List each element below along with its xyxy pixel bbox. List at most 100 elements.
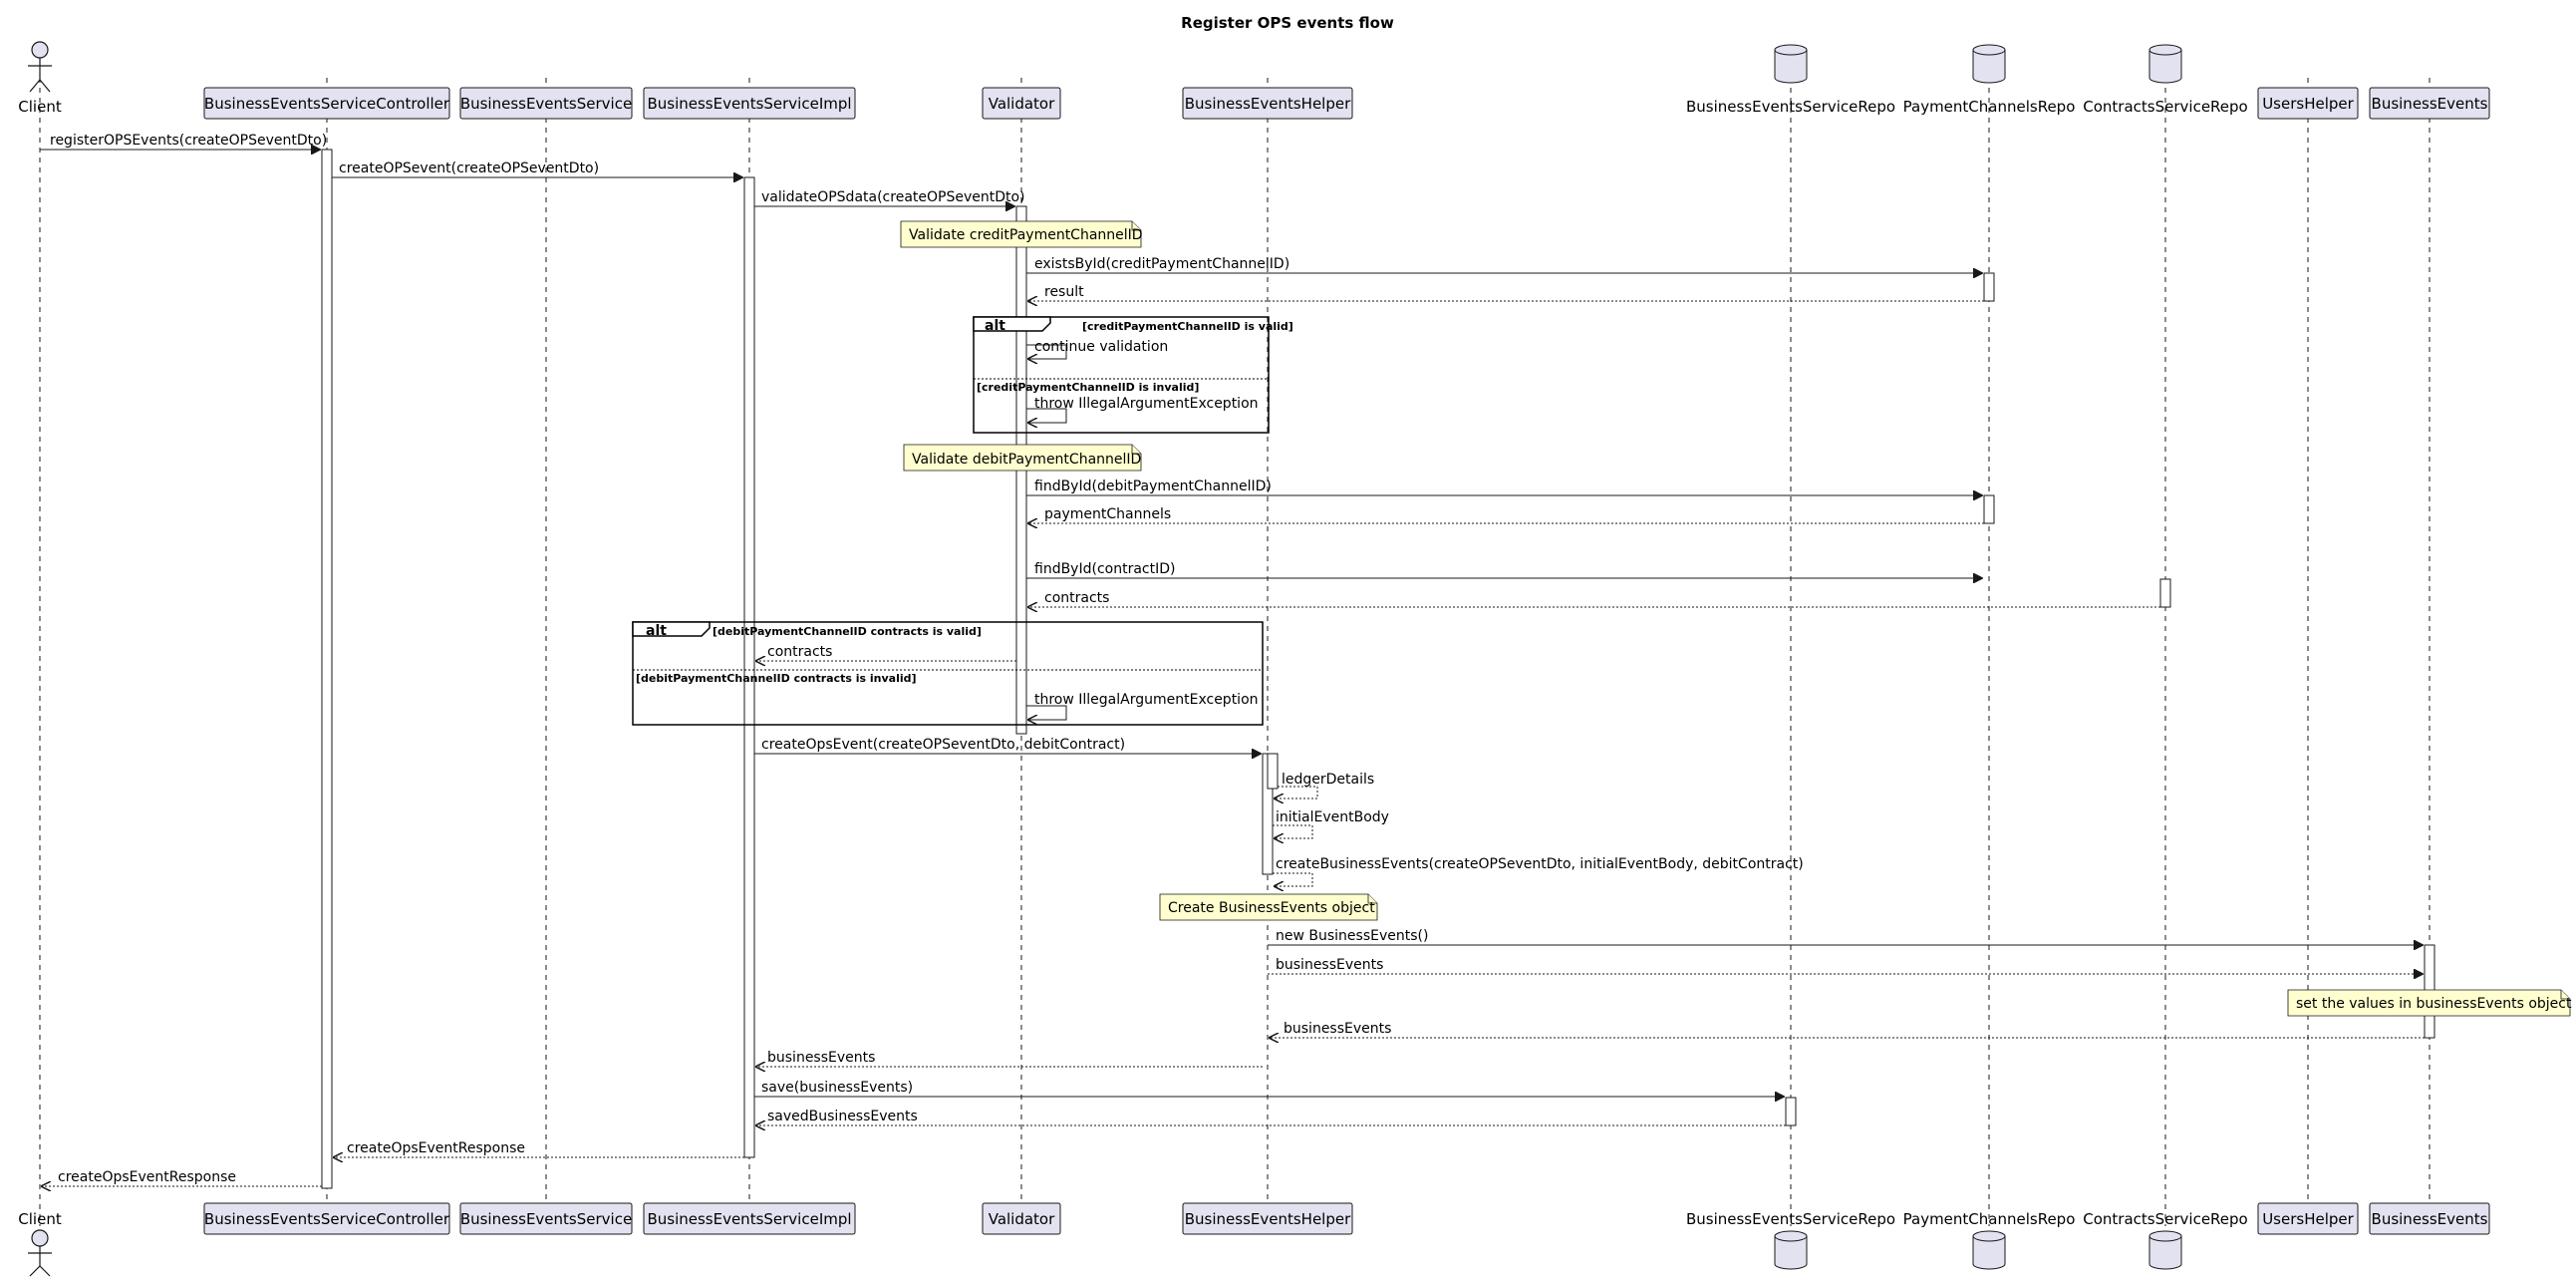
message: contracts	[755, 644, 1016, 661]
participant-label: Client	[18, 98, 62, 116]
message-label: createOpsEventResponse	[347, 1140, 525, 1156]
message: createOPSevent(createOPSeventDto)	[332, 160, 743, 177]
note-validate-debit: Validate debitPaymentChannelID	[903, 444, 1142, 472]
participant-label: BusinessEventsServiceImpl	[647, 95, 851, 113]
message-label: findById(debitPaymentChannelID)	[1034, 479, 1272, 494]
message-label: continue validation	[1034, 339, 1168, 355]
message-label: businessEvents	[1276, 957, 1383, 973]
participant-val-bottom: Validator	[982, 1202, 1061, 1235]
message-label: save(businessEvents)	[761, 1080, 913, 1096]
participants-top: Client BusinessEventsServiceController B…	[18, 41, 2490, 120]
diagram-title: Register OPS events flow	[1181, 14, 1394, 32]
participants-bottom: Client BusinessEventsServiceController B…	[18, 1202, 2490, 1277]
participant-label: BusinessEventsHelper	[1185, 1210, 1351, 1228]
participant-helper-bottom: BusinessEventsHelper	[1182, 1202, 1353, 1235]
database-csrepo-bottom: ContractsServiceRepo	[2083, 1210, 2248, 1270]
message: save(businessEvents)	[754, 1080, 1785, 1097]
activation-helper-nested	[1267, 753, 1279, 790]
participant-label: BusinessEventsServiceController	[204, 1210, 450, 1228]
participant-label: Client	[18, 1210, 62, 1228]
message-label: contracts	[767, 644, 832, 660]
note-text: Validate debitPaymentChannelID	[912, 452, 1141, 468]
message-label: createOpsEvent(createOPSeventDto, debitC…	[761, 737, 1125, 753]
participant-val: Validator	[982, 87, 1061, 120]
message-label: validateOPSdata(createOPSeventDto)	[761, 189, 1025, 205]
participant-label: BusinessEventsServiceRepo	[1686, 98, 1895, 116]
message: contracts	[1027, 590, 2160, 607]
participant-label: PaymentChannelsRepo	[1903, 98, 2076, 116]
database-berepo: BusinessEventsServiceRepo	[1686, 44, 1895, 116]
participant-label: BusinessEventsService	[460, 95, 632, 113]
activation-ctrl	[321, 149, 333, 1189]
database-pcrepo-bottom: PaymentChannelsRepo	[1903, 1210, 2076, 1270]
alt-frame-debit: alt [debitPaymentChannelID contracts is …	[632, 621, 1264, 726]
note-text: set the values in businessEvents object	[2296, 996, 2572, 1012]
participant-label: BusinessEvents	[2372, 95, 2488, 113]
participant-svc-bottom: BusinessEventsService	[459, 1202, 633, 1235]
message-label: paymentChannels	[1044, 506, 1171, 522]
note-text: Validate creditPaymentChannelID	[909, 227, 1143, 243]
message-label: createBusinessEvents(createOPSeventDto, …	[1276, 856, 1804, 872]
participant-label: Validator	[989, 1210, 1055, 1228]
message: savedBusinessEvents	[755, 1109, 1786, 1125]
message-label: initialEventBody	[1276, 809, 1389, 825]
message-label: savedBusinessEvents	[767, 1109, 918, 1124]
activation-pcrepo-1	[1983, 272, 1995, 302]
messages: registerOPSEvents(createOPSeventDto) cre…	[40, 133, 2425, 1186]
message: createOpsEvent(createOPSeventDto, debitC…	[754, 737, 1262, 754]
participant-label: BusinessEvents	[2372, 1210, 2488, 1228]
participant-ctrl-bottom: BusinessEventsServiceController	[203, 1202, 450, 1235]
message: initialEventBody	[1273, 809, 1389, 838]
participant-impl: BusinessEventsServiceImpl	[643, 87, 856, 120]
actor-client-bottom: Client	[18, 1210, 62, 1277]
participant-label: BusinessEventsHelper	[1185, 95, 1351, 113]
message: validateOPSdata(createOPSeventDto)	[754, 189, 1025, 206]
frame-tag: alt	[985, 318, 1005, 334]
message: new BusinessEvents()	[1268, 928, 2424, 945]
actor-client: Client	[18, 41, 62, 116]
participant-label: BusinessEventsServiceController	[204, 95, 450, 113]
activation-pcrepo-2	[1983, 494, 1995, 524]
message: existsById(creditPaymentChannelID)	[1026, 256, 1983, 273]
message: ledgerDetails	[1274, 772, 1374, 799]
message-label: existsById(creditPaymentChannelID)	[1034, 256, 1289, 272]
message-label: new BusinessEvents()	[1276, 928, 1428, 944]
participant-label: BusinessEventsServiceImpl	[647, 1210, 851, 1228]
message: createOpsEventResponse	[41, 1169, 322, 1186]
message: registerOPSEvents(createOPSeventDto)	[40, 133, 327, 150]
message: businessEvents	[1268, 957, 2424, 974]
message: businessEvents	[755, 1050, 1263, 1067]
activation-berepo	[1785, 1097, 1797, 1126]
message-label: createOpsEventResponse	[58, 1169, 236, 1185]
participant-svc: BusinessEventsService	[459, 87, 633, 120]
participant-be-bottom: BusinessEvents	[2369, 1202, 2490, 1235]
participant-label: UsersHelper	[2262, 95, 2354, 113]
participant-be: BusinessEvents	[2369, 87, 2490, 120]
message: continue validation	[1026, 339, 1168, 359]
frame-condition: [debitPaymentChannelID contracts is inva…	[636, 672, 917, 685]
participant-ctrl: BusinessEventsServiceController	[203, 87, 450, 120]
message: throw IllegalArgumentException	[1026, 396, 1259, 423]
message-label: contracts	[1044, 590, 1109, 606]
note-text: Create BusinessEvents object	[1168, 900, 1375, 916]
message: throw IllegalArgumentException	[1026, 692, 1259, 720]
participant-label: Validator	[989, 95, 1055, 113]
message-label: result	[1044, 284, 1084, 300]
participant-impl-bottom: BusinessEventsServiceImpl	[643, 1202, 856, 1235]
message: findById(contractID)	[1026, 561, 1983, 578]
note-set-values: set the values in businessEvents object	[2287, 989, 2572, 1017]
note-create-be: Create BusinessEvents object	[1159, 893, 1378, 921]
participant-helper: BusinessEventsHelper	[1182, 87, 1353, 120]
database-pcrepo: PaymentChannelsRepo	[1903, 44, 2076, 116]
message: result	[1027, 284, 1984, 301]
message: findById(debitPaymentChannelID)	[1026, 479, 1983, 495]
participant-label: PaymentChannelsRepo	[1903, 1210, 2076, 1228]
database-csrepo: ContractsServiceRepo	[2083, 44, 2248, 116]
message: createBusinessEvents(createOPSeventDto, …	[1273, 856, 1804, 886]
participant-label: BusinessEventsServiceRepo	[1686, 1210, 1895, 1228]
participant-users: UsersHelper	[2257, 87, 2359, 120]
message-label: createOPSevent(createOPSeventDto)	[339, 160, 599, 176]
message-label: throw IllegalArgumentException	[1034, 396, 1259, 412]
alt-frame-credit: alt [creditPaymentChannelID is valid] [c…	[973, 316, 1293, 434]
